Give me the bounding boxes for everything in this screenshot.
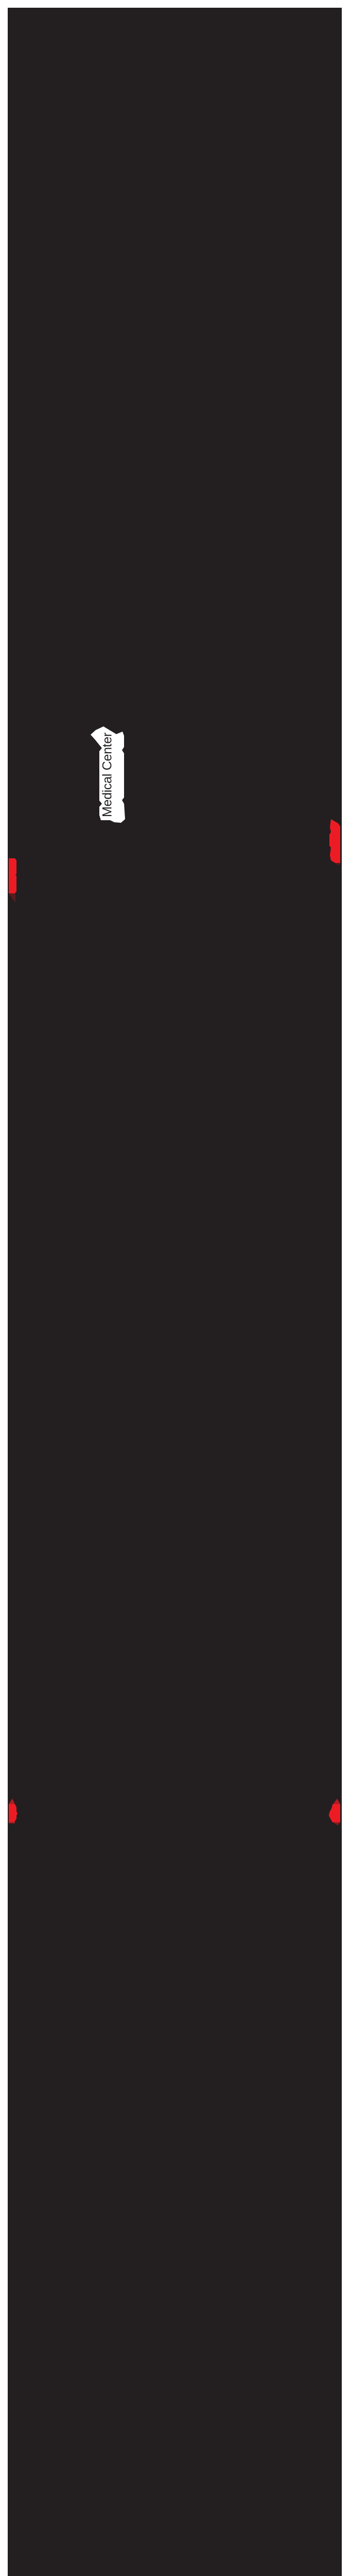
right-marker-lower[interactable]: [329, 1804, 340, 1822]
medical-center-label[interactable]: Medical Center: [90, 725, 125, 824]
left-marker-lower-top: [9, 1799, 15, 1804]
medical-center-label-shape[interactable]: [91, 726, 125, 823]
left-marker-upper-shadow: [9, 893, 15, 903]
medical-center-label-text: Medical Center: [100, 733, 115, 817]
left-marker-lower-bottom: [9, 1822, 15, 1823]
right-marker-lower-top: [333, 1799, 340, 1804]
left-marker-upper[interactable]: [9, 858, 16, 893]
right-marker-upper-shadow: [335, 863, 340, 866]
right-marker-lower-bottom: [333, 1822, 340, 1825]
right-marker-upper[interactable]: [329, 819, 340, 863]
left-marker-lower[interactable]: [9, 1804, 18, 1822]
map-panel: [8, 8, 342, 2576]
